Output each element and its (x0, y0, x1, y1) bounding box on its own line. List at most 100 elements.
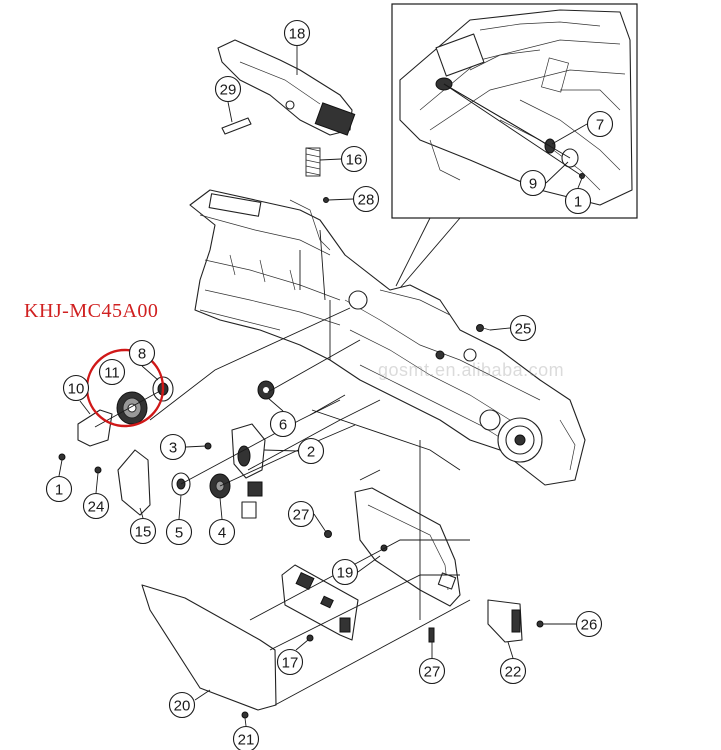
callout-5: 5 (165, 494, 193, 546)
callout-bubble (297, 437, 325, 465)
callout-number: 25 (515, 321, 532, 338)
callout-leader-line (139, 507, 144, 519)
callout-number: 2 (307, 444, 315, 461)
callout-leader-line (194, 689, 211, 701)
callout-number: 28 (358, 192, 375, 209)
callout-bubble (331, 558, 359, 586)
callout-leader-line (357, 555, 381, 573)
callout-number: 9 (529, 176, 537, 193)
callout-number: 3 (169, 440, 177, 457)
callout-number: 24 (88, 499, 105, 516)
screw (94, 466, 102, 474)
callout-bubble (82, 492, 110, 520)
callout-number: 17 (282, 655, 299, 672)
callout-bubble (564, 187, 592, 215)
callout-1a: 1 (564, 177, 592, 215)
callout-21: 21 (232, 717, 260, 750)
drive-gear (116, 391, 148, 425)
pin (221, 117, 252, 135)
callout-bubble (586, 110, 614, 138)
callout-25: 25 (489, 314, 537, 342)
callout-leader-line (319, 158, 342, 161)
callout-leader-line (577, 177, 583, 189)
screw (324, 530, 332, 538)
callout-bubble (208, 518, 236, 546)
callout-7: 7 (551, 110, 614, 145)
callout-24: 24 (82, 472, 110, 520)
cover-plate (141, 584, 277, 711)
circuit-board (281, 564, 359, 641)
callout-19: 19 (331, 555, 381, 586)
callout-leader-line (263, 449, 299, 452)
callout-leader-line (295, 639, 309, 651)
callout-bubble (165, 518, 193, 546)
callout-number: 18 (289, 26, 306, 43)
callout-1b: 1 (45, 459, 73, 503)
callout-20: 20 (168, 689, 211, 719)
callout-number: 20 (174, 698, 191, 715)
callout-bubble (418, 657, 446, 685)
callout-number: 26 (581, 617, 598, 634)
screw (536, 620, 544, 628)
callout-bubble (352, 185, 380, 213)
callout-bubble (283, 19, 311, 47)
callout-22: 22 (499, 641, 527, 685)
inset-zoom-line (395, 217, 431, 287)
callout-27a: 27 (287, 500, 327, 533)
callout-bubble (129, 517, 157, 545)
callout-number: 10 (68, 381, 85, 398)
screw (306, 634, 314, 642)
callout-leader-line (178, 494, 182, 520)
callout-leader-line (79, 400, 91, 415)
callout-number: 15 (135, 524, 152, 541)
feeder-frame (189, 189, 586, 486)
callout-bubble (45, 475, 73, 503)
callout-bubble (269, 410, 297, 438)
callout-27b: 27 (418, 642, 446, 685)
callout-number: 27 (424, 664, 441, 681)
callout-number: 16 (346, 152, 363, 169)
callout-number: 5 (175, 525, 183, 542)
callout-bubble (98, 358, 126, 386)
callout-leader-line (489, 327, 511, 331)
callout-leader-line (551, 123, 588, 145)
callout-11: 11 (98, 358, 126, 386)
callout-9: 9 (519, 161, 569, 197)
callout-26: 26 (543, 610, 603, 638)
callout-leader-line (185, 445, 207, 448)
assembly-lines (94, 229, 471, 706)
callout-leader-line (244, 717, 247, 727)
callout-bubble (276, 648, 304, 676)
callout-bubble (159, 433, 187, 461)
callout-4: 4 (208, 497, 236, 546)
inset-detail-view (391, 3, 638, 219)
callout-bubble (128, 339, 156, 367)
callout-number: 7 (596, 117, 604, 134)
callout-29: 29 (214, 75, 242, 123)
callout-15: 15 (129, 507, 157, 545)
callout-bubble (62, 374, 90, 402)
pin-small (323, 197, 329, 203)
callout-number: 11 (104, 365, 120, 382)
callout-bubble (519, 169, 547, 197)
callout-18: 18 (283, 19, 311, 75)
callout-number: 1 (55, 482, 63, 499)
connector-block (487, 599, 523, 643)
watermark: gosmt.en.alibaba.com (378, 360, 565, 380)
callout-number: 29 (220, 82, 237, 99)
screw (428, 627, 435, 643)
callout-leader-line (507, 641, 514, 659)
callout-number: 1 (574, 194, 582, 211)
callout-6: 6 (267, 397, 297, 438)
callout-8: 8 (128, 339, 159, 381)
screw (241, 711, 249, 719)
callout-leader-line (95, 472, 99, 494)
callout-leader-line (219, 497, 223, 520)
callout-bubble (509, 314, 537, 342)
callout-17: 17 (276, 639, 309, 676)
callout-28: 28 (327, 185, 380, 213)
callout-number: 22 (505, 664, 522, 681)
screw (476, 324, 491, 332)
bracket (77, 409, 113, 447)
